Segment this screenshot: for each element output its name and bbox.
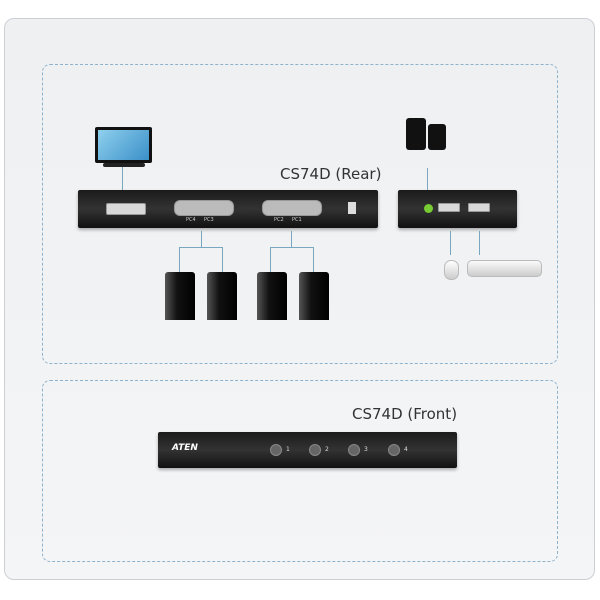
port-button-2[interactable] (309, 444, 321, 456)
computer-icon (207, 272, 237, 320)
connection-line (179, 247, 223, 248)
keyboard-icon (467, 260, 542, 277)
connection-line (201, 231, 202, 247)
connection-line (313, 247, 314, 272)
mouse-icon (444, 260, 459, 280)
port-button-1[interactable] (270, 444, 282, 456)
connection-line (427, 168, 428, 191)
port-label: PC1 (292, 217, 302, 223)
button-label: 2 (325, 446, 329, 453)
connection-line (450, 231, 451, 255)
front-unit: ATEN 1 2 3 4 (158, 432, 457, 468)
audio-jack-icon (424, 204, 433, 213)
monitor-stand (103, 163, 145, 167)
speaker-icon (428, 124, 446, 150)
aten-logo: ATEN (172, 443, 198, 453)
speaker-icon (406, 118, 426, 150)
connection-line (270, 247, 271, 272)
rear-unit-side (398, 190, 517, 228)
connection-line (222, 247, 223, 272)
front-title: CS74D (Front) (352, 405, 458, 423)
connection-line (122, 167, 123, 191)
button-label: 3 (364, 446, 368, 453)
port-label: PC3 (204, 217, 214, 223)
port-label: PC2 (274, 217, 284, 223)
button-label: 4 (404, 446, 408, 453)
port-label: PC4 (186, 217, 196, 223)
front-view-frame (42, 380, 558, 562)
usb-port-icon (438, 203, 460, 212)
port-button-4[interactable] (388, 444, 400, 456)
port-button-3[interactable] (348, 444, 360, 456)
dvi-port-icon (106, 203, 146, 215)
button-label: 1 (286, 446, 290, 453)
computer-icon (165, 272, 195, 320)
monitor-icon (95, 127, 152, 163)
connection-line (479, 231, 480, 255)
db-port-icon (262, 200, 322, 216)
connection-line (291, 231, 292, 247)
rear-unit: PC4 PC3 PC2 PC1 (78, 190, 378, 228)
power-jack-icon (348, 202, 356, 214)
rear-title: CS74D (Rear) (280, 165, 382, 183)
connection-line (179, 247, 180, 272)
computer-icon (299, 272, 329, 320)
rear-view-frame (42, 64, 558, 364)
db-port-icon (174, 200, 234, 216)
usb-port-icon (468, 203, 490, 212)
computer-icon (257, 272, 287, 320)
connection-line (270, 247, 314, 248)
